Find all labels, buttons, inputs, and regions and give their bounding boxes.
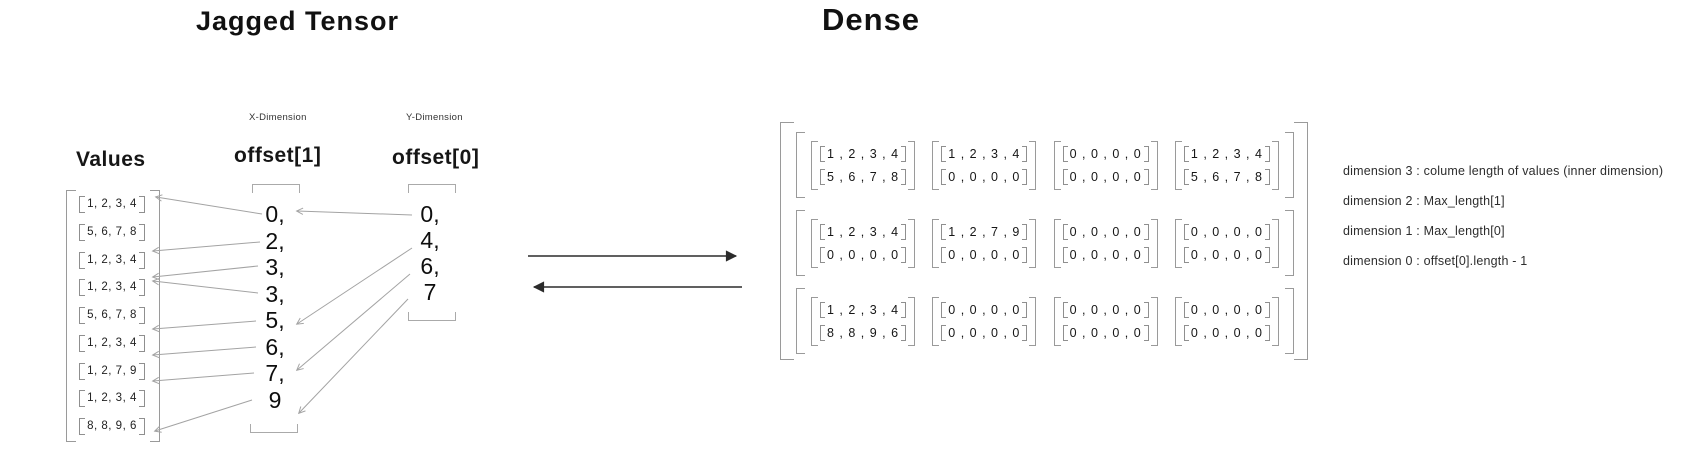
offset1-item: 3, bbox=[265, 280, 285, 307]
dense-outer-right-bracket bbox=[1294, 122, 1308, 360]
offset0-item: 0, bbox=[420, 201, 440, 227]
values-row: 1, 2, 3, 4 bbox=[79, 196, 145, 213]
values-row: 5, 6, 7, 8 bbox=[79, 307, 145, 324]
dense-cell-line: 0 , 0 , 0 , 0 bbox=[1062, 168, 1149, 185]
offset1-item: 2, bbox=[265, 227, 285, 254]
dense-title: Dense bbox=[822, 2, 921, 37]
dense-cell: 1 , 2 , 7 , 9 0 , 0 , 0 , 0 bbox=[932, 218, 1037, 268]
x-dimension-label: X-Dimension bbox=[249, 112, 307, 123]
values-row: 1, 2, 3, 4 bbox=[79, 390, 145, 408]
arrow-offset1-3a-to-values bbox=[151, 265, 259, 281]
offset1-item: 7, bbox=[265, 360, 285, 386]
dense-cell: 1 , 2 , 3 , 4 0 , 0 , 0 , 0 bbox=[932, 140, 1037, 190]
dense-cell-line: 1 , 2 , 3 , 4 bbox=[820, 301, 907, 318]
values-list: 1, 2, 3, 4 5, 6, 7, 8 1, 2, 3, 4 1, 2, 3… bbox=[66, 190, 160, 442]
offset1-list: 0, 2, 3, 3, 5, 6, 7, 9 bbox=[245, 201, 305, 413]
offset0-label: offset[0] bbox=[392, 146, 480, 169]
values-row: 1, 2, 3, 4 bbox=[79, 251, 145, 269]
arrow-offset1-6-to-values bbox=[151, 346, 257, 359]
annotation-dimension-1: dimension 1 : Max_length[0] bbox=[1343, 224, 1505, 238]
arrow-offset1-2-to-values bbox=[151, 241, 261, 255]
dense-cell-line: 0 , 0 , 0 , 0 bbox=[1062, 145, 1149, 162]
offset0-top-bracket bbox=[408, 184, 456, 193]
values-row: 1, 2, 3, 4 bbox=[79, 334, 145, 352]
dense-cell-line: 0 , 0 , 0 , 0 bbox=[941, 301, 1028, 318]
offset1-item: 9 bbox=[268, 386, 282, 413]
dense-cell: 1 , 2 , 3 , 4 5 , 6 , 7 , 8 bbox=[1174, 140, 1280, 190]
dense-cell-line: 0 , 0 , 0 , 0 bbox=[1183, 246, 1271, 263]
offset0-list: 0, 4, 6, 7 bbox=[400, 201, 460, 305]
offset1-item: 0, bbox=[265, 201, 285, 227]
values-row: 8, 8, 9, 6 bbox=[79, 418, 145, 435]
dimension-annotations: dimension 3 : colume length of values (i… bbox=[1343, 164, 1663, 268]
dense-cell-line: 0 , 0 , 0 , 0 bbox=[1062, 246, 1149, 263]
dense-cell: 0 , 0 , 0 , 0 0 , 0 , 0 , 0 bbox=[1053, 296, 1158, 346]
dense-grid: 1 , 2 , 3 , 4 5 , 6 , 7 , 8 1 , 2 , 3 , … bbox=[796, 131, 1294, 355]
dense-cell-line: 1 , 2 , 7 , 9 bbox=[941, 223, 1028, 240]
annotation-dimension-2: dimension 2 : Max_length[1] bbox=[1343, 194, 1505, 208]
values-label: Values bbox=[76, 148, 146, 171]
offset1-item: 3, bbox=[265, 254, 285, 280]
arrow-offset1-3b-to-values bbox=[151, 278, 259, 294]
dense-row: 1 , 2 , 3 , 4 8 , 8 , 9 , 6 0 , 0 , 0 , … bbox=[796, 287, 1294, 355]
offset1-top-bracket bbox=[252, 184, 300, 193]
arrow-offset1-9-to-values bbox=[153, 399, 253, 433]
dense-cell-line: 5 , 6 , 7 , 8 bbox=[820, 168, 907, 185]
dense-row: 1 , 2 , 3 , 4 0 , 0 , 0 , 0 1 , 2 , 7 , … bbox=[796, 209, 1294, 277]
dense-cell: 1 , 2 , 3 , 4 5 , 6 , 7 , 8 bbox=[811, 140, 916, 190]
offset1-bottom-bracket bbox=[250, 424, 298, 433]
offset1-item: 6, bbox=[265, 333, 285, 360]
dense-cell-line: 0 , 0 , 0 , 0 bbox=[1183, 324, 1271, 341]
arrow-offset0-4-to-offset1 bbox=[295, 247, 413, 325]
dense-cell-line: 0 , 0 , 0 , 0 bbox=[820, 246, 907, 263]
dense-cell-line: 1 , 2 , 3 , 4 bbox=[820, 145, 907, 162]
dense-cell-line: 0 , 0 , 0 , 0 bbox=[1062, 223, 1149, 240]
values-left-bracket bbox=[66, 190, 76, 442]
dense-cell: 0 , 0 , 0 , 0 0 , 0 , 0 , 0 bbox=[1174, 218, 1280, 268]
arrow-offset1-5-to-values bbox=[151, 320, 257, 333]
dense-cell-line: 0 , 0 , 0 , 0 bbox=[941, 246, 1028, 263]
dense-cell: 0 , 0 , 0 , 0 0 , 0 , 0 , 0 bbox=[1053, 218, 1158, 268]
dense-cell-line: 0 , 0 , 0 , 0 bbox=[1183, 301, 1271, 318]
arrow-offset0-0-to-offset1 bbox=[295, 207, 413, 216]
jagged-tensor-title: Jagged Tensor bbox=[196, 6, 400, 36]
dense-cell-line: 0 , 0 , 0 , 0 bbox=[1062, 301, 1149, 318]
offset1-item: 5, bbox=[265, 307, 285, 333]
offset0-bottom-bracket bbox=[408, 312, 456, 321]
dense-cell-line: 0 , 0 , 0 , 0 bbox=[1183, 223, 1271, 240]
annotation-dimension-3: dimension 3 : colume length of values (i… bbox=[1343, 164, 1664, 178]
values-row: 1, 2, 3, 4 bbox=[79, 279, 145, 297]
arrow-offset1-7-to-values bbox=[151, 372, 255, 385]
dense-cell-line: 0 , 0 , 0 , 0 bbox=[1062, 324, 1149, 341]
dense-cell: 0 , 0 , 0 , 0 0 , 0 , 0 , 0 bbox=[932, 296, 1037, 346]
offset0-item: 4, bbox=[420, 227, 440, 253]
dense-cell: 1 , 2 , 3 , 4 0 , 0 , 0 , 0 bbox=[811, 218, 916, 268]
y-dimension-label: Y-Dimension bbox=[406, 112, 463, 123]
arrow-offset0-7-to-offset1 bbox=[297, 298, 409, 415]
dense-cell: 0 , 0 , 0 , 0 0 , 0 , 0 , 0 bbox=[1174, 296, 1280, 346]
offset0-item: 7 bbox=[423, 279, 437, 305]
values-rows: 1, 2, 3, 4 5, 6, 7, 8 1, 2, 3, 4 1, 2, 3… bbox=[79, 196, 145, 435]
dense-cell-line: 1 , 2 , 3 , 4 bbox=[941, 145, 1028, 162]
dense-outer-left-bracket bbox=[780, 122, 794, 360]
values-row: 1, 2, 7, 9 bbox=[79, 362, 145, 380]
dense-cell-line: 1 , 2 , 3 , 4 bbox=[820, 223, 907, 240]
offset1-label: offset[1] bbox=[234, 144, 322, 167]
dense-cell: 1 , 2 , 3 , 4 8 , 8 , 9 , 6 bbox=[811, 296, 916, 346]
dense-cell-line: 0 , 0 , 0 , 0 bbox=[941, 168, 1028, 185]
annotation-dimension-0: dimension 0 : offset[0].length - 1 bbox=[1343, 254, 1528, 268]
dense-cell-line: 8 , 8 , 9 , 6 bbox=[820, 324, 907, 341]
values-row: 5, 6, 7, 8 bbox=[79, 223, 145, 241]
values-right-bracket bbox=[150, 190, 160, 442]
dense-cell-line: 0 , 0 , 0 , 0 bbox=[941, 324, 1028, 341]
dense-cell-line: 1 , 2 , 3 , 4 bbox=[1183, 145, 1271, 162]
arrow-offset0-6-to-offset1 bbox=[295, 273, 411, 371]
dense-row: 1 , 2 , 3 , 4 5 , 6 , 7 , 8 1 , 2 , 3 , … bbox=[796, 131, 1294, 199]
dense-cell-line: 5 , 6 , 7 , 8 bbox=[1183, 168, 1271, 185]
offset0-item: 6, bbox=[420, 253, 440, 279]
dense-cell: 0 , 0 , 0 , 0 0 , 0 , 0 , 0 bbox=[1053, 140, 1158, 190]
